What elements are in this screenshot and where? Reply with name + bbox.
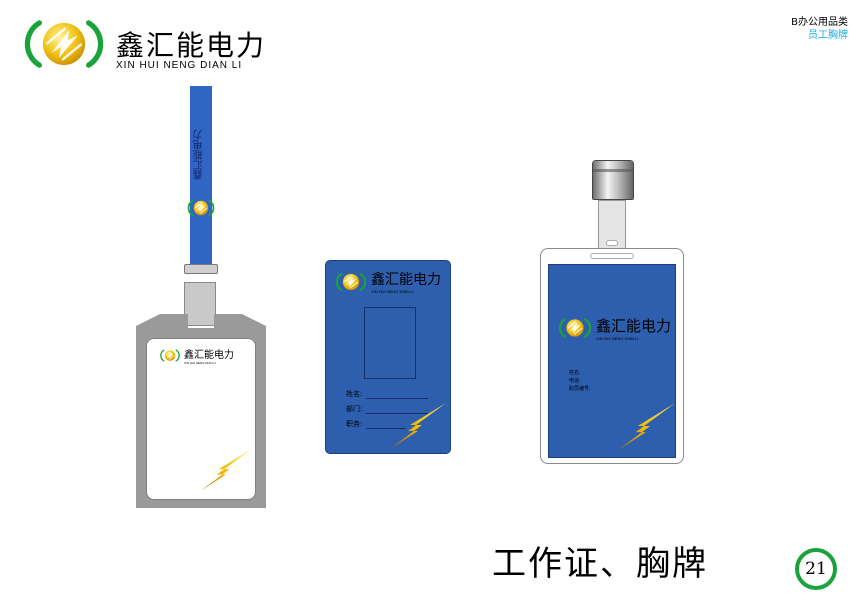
clip-card-brand-en: XIN HUI NENG DIAN LI: [596, 336, 639, 341]
brand-logo-icon: [20, 16, 108, 72]
photo-placeholder: [364, 307, 416, 379]
metal-clip: [592, 160, 634, 200]
clip-badge: 鑫汇能电力 XIN HUI NENG DIAN LI 姓名: 电话: 职员编号:: [538, 160, 686, 466]
bolt-icon: [617, 403, 675, 451]
blue-card-logo-icon: [335, 272, 367, 291]
field-position-line: [366, 428, 406, 429]
lanyard-strap: [190, 86, 212, 268]
blue-work-card: 鑫汇能电力 XIN HUI NENG DIAN LI 姓名: 部门: 职务:: [325, 260, 451, 454]
white-card-logo-icon: [160, 349, 180, 362]
white-id-card: 鑫汇能电力 XIN HUI NENG DIAN LI: [146, 338, 256, 500]
category-title: B办公用品类: [791, 17, 848, 28]
clip-hole: [606, 240, 618, 246]
field-position-label: 职务:: [346, 420, 363, 428]
white-card-logo: 鑫汇能电力 XIN HUI NENG DIAN LI: [159, 346, 234, 365]
brand-name-cn: 鑫汇能电力: [116, 29, 267, 62]
field-department-label: 部门:: [346, 405, 363, 413]
blue-card-brand-cn: 鑫汇能电力: [371, 272, 441, 288]
field-department-line: [366, 413, 428, 414]
lanyard-clip: [184, 282, 216, 326]
lanyard-logo-icon: [187, 199, 215, 217]
clip-field-phone: 电话:: [569, 378, 581, 384]
field-name-line: [366, 398, 428, 399]
lanyard-slider: [184, 264, 218, 274]
blue-card-brand-en: XIN HUI NENG DIAN LI: [371, 289, 414, 294]
bolt-icon: [200, 449, 252, 491]
white-card-brand-en: XIN HUI NENG DIAN LI: [184, 361, 216, 365]
clip-card-logo: 鑫汇能电力 XIN HUI NENG DIAN LI: [557, 315, 671, 341]
category-subtitle: 员工胸牌: [808, 30, 848, 41]
lanyard-logo: 鑫汇能电力: [186, 126, 216, 226]
clip-blue-card: 鑫汇能电力 XIN HUI NENG DIAN LI 姓名: 电话: 职员编号:: [548, 264, 676, 458]
brand-name-en: XIN HUI NENG DIAN LI: [116, 60, 243, 71]
white-card-brand-cn: 鑫汇能电力: [184, 350, 234, 361]
page-number: 21: [805, 559, 827, 579]
lanyard-badge: 鑫汇能电力 鑫汇能电力 XIN HUI NENG DIAN LI: [136, 86, 266, 508]
blue-card-logo: 鑫汇能电力 XIN HUI NENG DIAN LI: [334, 269, 441, 294]
field-name-label: 姓名:: [346, 390, 363, 398]
bolt-icon: [390, 403, 446, 449]
clip-field-staff-id: 职员编号:: [569, 386, 591, 392]
page-caption: 工作证、胸牌: [492, 544, 708, 584]
clip-card-brand-cn: 鑫汇能电力: [596, 317, 672, 335]
holder-slot: [590, 253, 634, 259]
lanyard-brand-cn: 鑫汇能电力: [194, 130, 205, 180]
page-number-badge: 21: [795, 548, 837, 590]
clip-card-logo-icon: [558, 318, 592, 338]
clip-field-name: 姓名:: [569, 370, 581, 376]
